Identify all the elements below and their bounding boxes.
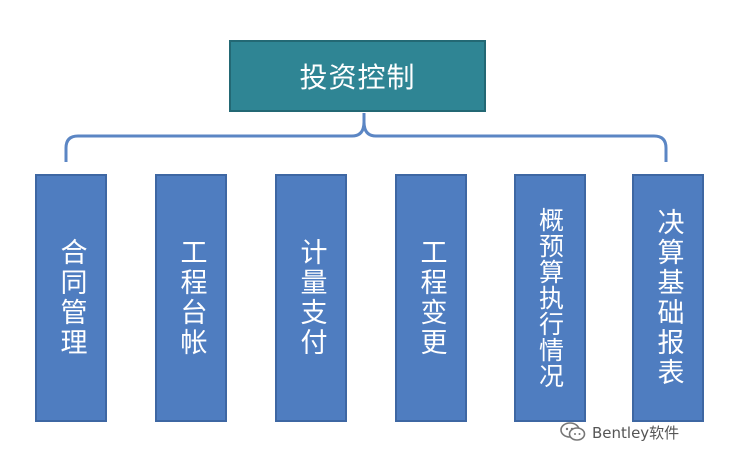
root-label: 投资控制 [299, 61, 416, 94]
child-node-measurement-payment: 计量支付 [275, 174, 347, 422]
child-node-final-account-reports: 决算基础报表 [632, 174, 704, 422]
child-node-engineering-change: 工程变更 [395, 174, 467, 422]
watermark: Bentley软件 [560, 420, 679, 444]
child-node-contract-management: 合同管理 [35, 174, 107, 422]
child-node-project-ledger: 工程台帐 [155, 174, 227, 422]
child-label: 工程台帐 [175, 238, 207, 358]
child-node-budget-execution: 概预算执行情况 [514, 174, 586, 422]
wechat-icon [560, 422, 586, 441]
child-label: 合同管理 [55, 238, 87, 358]
child-label: 概预算执行情况 [535, 207, 565, 389]
child-label: 计量支付 [295, 238, 327, 358]
child-label: 工程变更 [415, 238, 447, 358]
root-node: 投资控制 [229, 40, 486, 112]
watermark-text: Bentley软件 [592, 423, 680, 442]
child-label: 决算基础报表 [652, 208, 684, 388]
